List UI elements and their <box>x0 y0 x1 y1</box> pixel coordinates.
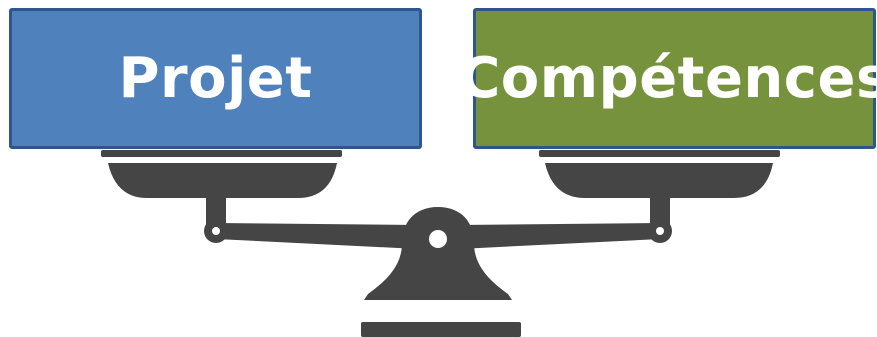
scale-body <box>364 207 512 300</box>
left-pan-rim <box>101 150 342 157</box>
projet-label: Projet <box>118 46 313 111</box>
projet-box: Projet <box>9 8 422 149</box>
right-pan <box>545 163 773 198</box>
left-beam <box>216 223 418 249</box>
scale-base <box>361 322 521 337</box>
competences-label: Compétences <box>459 46 877 111</box>
right-beam <box>459 223 660 249</box>
left-pan <box>108 163 337 198</box>
right-pan-rim <box>539 150 780 157</box>
competences-box: Compétences <box>459 8 877 149</box>
